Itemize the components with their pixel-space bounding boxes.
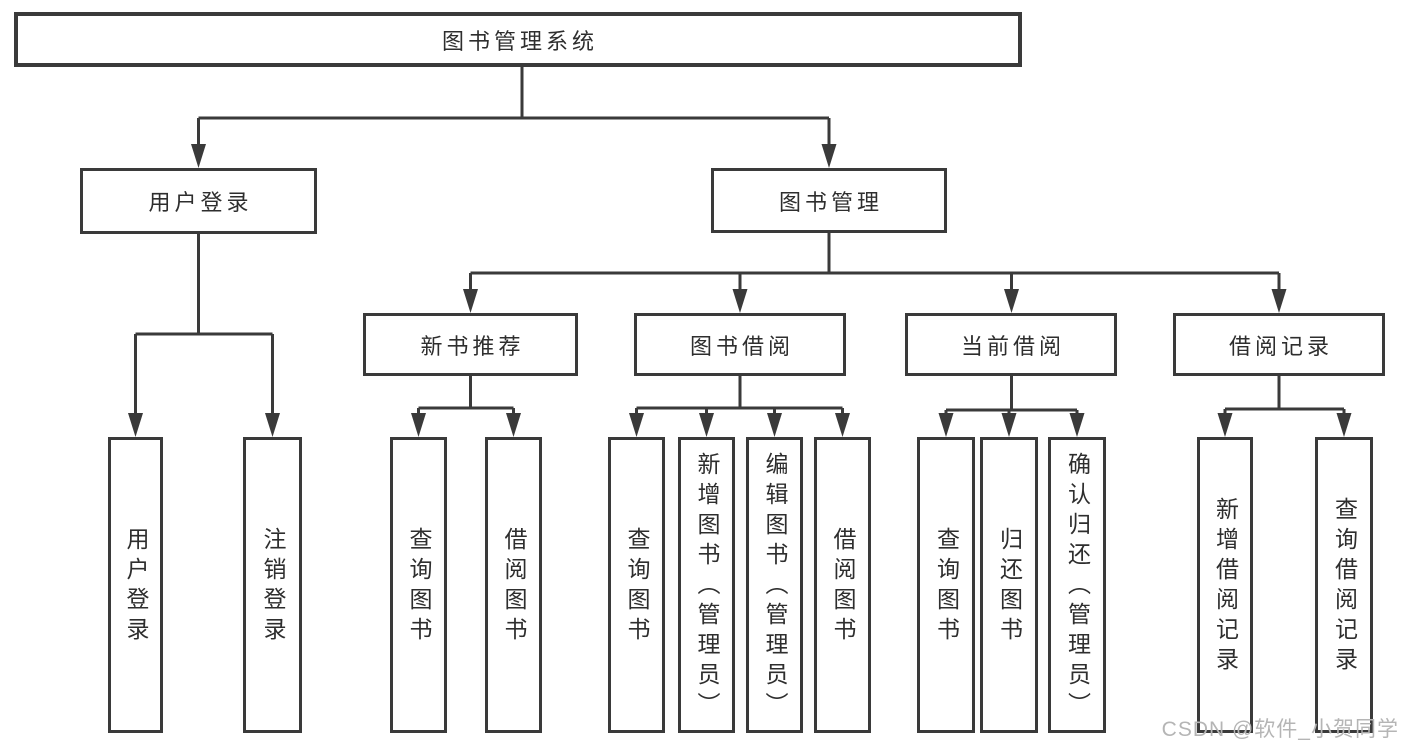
node-new-book-recommend-label: 新书推荐 <box>420 333 525 359</box>
node-root-system: 图书管理系统 <box>14 12 1022 67</box>
node-current-borrow-label: 当前借阅 <box>960 333 1065 359</box>
node-leaf-borrow-book-1-label: 借阅图书 <box>501 527 527 647</box>
node-leaf-query-borrow-record: 查询借阅记录 <box>1315 437 1373 733</box>
node-borrow-record-label: 借阅记录 <box>1228 333 1333 359</box>
node-leaf-borrow-book-2: 借阅图书 <box>814 437 871 733</box>
node-book-management: 图书管理 <box>711 168 947 233</box>
node-user-login: 用户登录 <box>80 168 317 234</box>
csdn-watermark: CSDN @软件_小贺同学 <box>1161 718 1399 741</box>
node-leaf-query-book-2-label: 查询图书 <box>624 527 650 647</box>
node-leaf-query-book-3-label: 查询图书 <box>933 527 960 647</box>
edge-book-borrow-children <box>629 376 850 437</box>
node-borrow-record: 借阅记录 <box>1173 313 1385 376</box>
node-leaf-user-login: 用户登录 <box>108 437 163 733</box>
node-new-book-recommend: 新书推荐 <box>363 313 578 376</box>
node-leaf-logout-label: 注销登录 <box>260 527 286 647</box>
node-leaf-borrow-book-2-label: 借阅图书 <box>830 527 856 647</box>
edge-user-login-children <box>128 234 280 437</box>
node-leaf-confirm-return-admin-label: 确认归还（管理员） <box>1064 452 1091 722</box>
node-user-login-label: 用户登录 <box>148 190 253 215</box>
edge-root-to-level1 <box>191 67 837 168</box>
node-leaf-borrow-book-1: 借阅图书 <box>485 437 542 733</box>
node-leaf-logout: 注销登录 <box>243 437 302 733</box>
node-leaf-edit-book-admin: 编辑图书（管理员） <box>746 437 803 733</box>
node-leaf-query-book-2: 查询图书 <box>608 437 665 733</box>
node-book-borrow-label: 图书借阅 <box>689 333 794 359</box>
node-leaf-query-book-1-label: 查询图书 <box>406 527 432 647</box>
edge-book-mgmt-children <box>463 233 1287 313</box>
node-leaf-query-book-1: 查询图书 <box>390 437 447 733</box>
node-leaf-edit-book-admin-label: 编辑图书（管理员） <box>762 452 788 722</box>
node-leaf-return-book: 归还图书 <box>980 437 1038 733</box>
node-leaf-add-borrow-record: 新增借阅记录 <box>1197 437 1253 733</box>
node-leaf-add-borrow-record-label: 新增借阅记录 <box>1212 497 1239 677</box>
edge-new-book-children <box>411 376 521 437</box>
edge-current-borrow-children <box>938 376 1085 437</box>
node-leaf-confirm-return-admin: 确认归还（管理员） <box>1048 437 1106 733</box>
node-book-borrow: 图书借阅 <box>634 313 846 376</box>
node-current-borrow: 当前借阅 <box>905 313 1117 376</box>
node-leaf-add-book-admin: 新增图书（管理员） <box>678 437 735 733</box>
edge-borrow-record-children <box>1217 376 1352 437</box>
node-root-label: 图书管理系统 <box>441 28 598 54</box>
node-leaf-query-borrow-record-label: 查询借阅记录 <box>1331 497 1358 677</box>
node-leaf-return-book-label: 归还图书 <box>996 527 1023 647</box>
node-leaf-add-book-admin-label: 新增图书（管理员） <box>694 452 720 722</box>
node-leaf-user-login-label: 用户登录 <box>123 527 149 647</box>
node-leaf-query-book-3: 查询图书 <box>917 437 975 733</box>
node-book-management-label: 图书管理 <box>778 189 883 215</box>
